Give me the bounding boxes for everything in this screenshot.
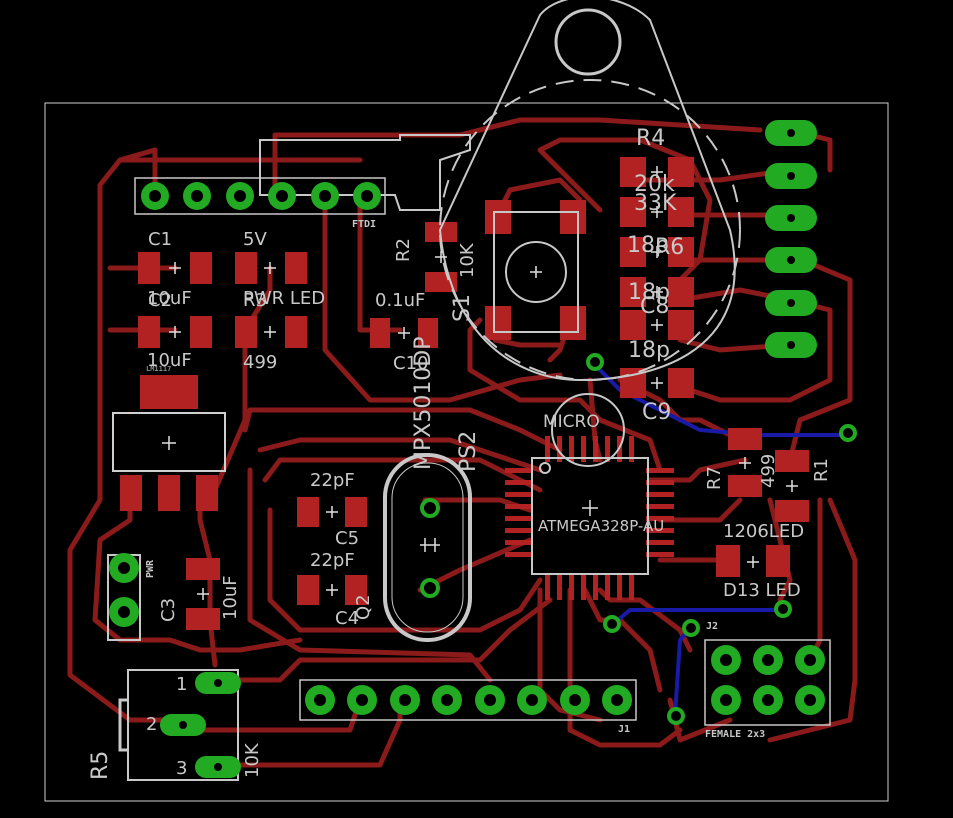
label-q2: Q2 bbox=[353, 594, 374, 620]
label-c1: C1 bbox=[148, 229, 173, 250]
smd-pads bbox=[120, 157, 809, 630]
label-r2: R2 bbox=[393, 238, 414, 262]
vias bbox=[420, 353, 857, 725]
label-atmega: ATMEGA328P-AU bbox=[538, 517, 665, 535]
board-outline bbox=[44, 102, 889, 802]
label-c1-val: 10uF bbox=[147, 288, 192, 309]
label-5v: 5V bbox=[243, 229, 267, 250]
label-1206led: 1206LED bbox=[723, 521, 805, 542]
label-r3: R3 bbox=[243, 290, 267, 311]
label-c5-val: 22pF bbox=[310, 470, 355, 491]
label-c4-val: 22pF bbox=[310, 550, 355, 571]
label-r7: R7 bbox=[704, 466, 725, 490]
label-pin-3: 3 bbox=[176, 758, 188, 779]
label-c3: C3 bbox=[158, 597, 179, 622]
label-female-2x3: FEMALE 2x3 bbox=[705, 729, 766, 740]
label-r2-val: 10K bbox=[457, 243, 478, 278]
label-r5-val: 10K bbox=[242, 743, 263, 778]
label-c9-val: 18p bbox=[628, 338, 670, 363]
label-c8-val: 18p bbox=[628, 280, 670, 305]
label-pwr: PWR bbox=[145, 559, 156, 578]
label-micro: MICRO bbox=[543, 412, 600, 432]
label-c8: C8 bbox=[640, 294, 670, 319]
label-r3-val: 499 bbox=[243, 352, 278, 373]
label-c6-val: 18p bbox=[627, 233, 669, 258]
label-r5: R5 bbox=[88, 750, 113, 780]
label-pin-2: 2 bbox=[146, 714, 158, 735]
label-r6-val: 33K bbox=[634, 191, 677, 216]
label-c10: C10 bbox=[393, 353, 429, 374]
label-ps2: PS2 bbox=[456, 430, 481, 472]
label-c9: C9 bbox=[642, 400, 672, 425]
label-s1: S1 bbox=[450, 294, 475, 322]
label-r7-val: 499 bbox=[758, 453, 779, 488]
label-mpx: MPX5010DP bbox=[411, 336, 436, 470]
silkscreen bbox=[107, 0, 831, 781]
label-pin-1: 1 bbox=[176, 674, 188, 695]
label-c5: C5 bbox=[335, 528, 360, 549]
component-origins bbox=[162, 166, 798, 600]
label-c10-val: 0.1uF bbox=[375, 290, 426, 311]
pad-holes bbox=[118, 129, 816, 771]
atmega-pins bbox=[505, 436, 674, 600]
label-pwr-led: PWR LED bbox=[243, 288, 326, 309]
label-c2-val: 10uF bbox=[147, 350, 192, 371]
label-r4: R4 bbox=[636, 126, 666, 151]
label-d13-led: D13 LED bbox=[723, 580, 801, 601]
label-r6: R6 bbox=[655, 235, 685, 260]
label-regulator: LM1117 bbox=[146, 365, 172, 373]
label-j2: J2 bbox=[706, 621, 719, 632]
label-r1: R1 bbox=[811, 458, 832, 482]
label-ftdi: FTDI bbox=[352, 219, 377, 230]
label-c4: C4 bbox=[335, 608, 360, 629]
label-r4-val: 20k bbox=[634, 172, 675, 197]
label-c3-val: 10uF bbox=[220, 575, 241, 620]
label-c2: C2 bbox=[148, 290, 173, 311]
label-j1: J1 bbox=[618, 724, 631, 735]
